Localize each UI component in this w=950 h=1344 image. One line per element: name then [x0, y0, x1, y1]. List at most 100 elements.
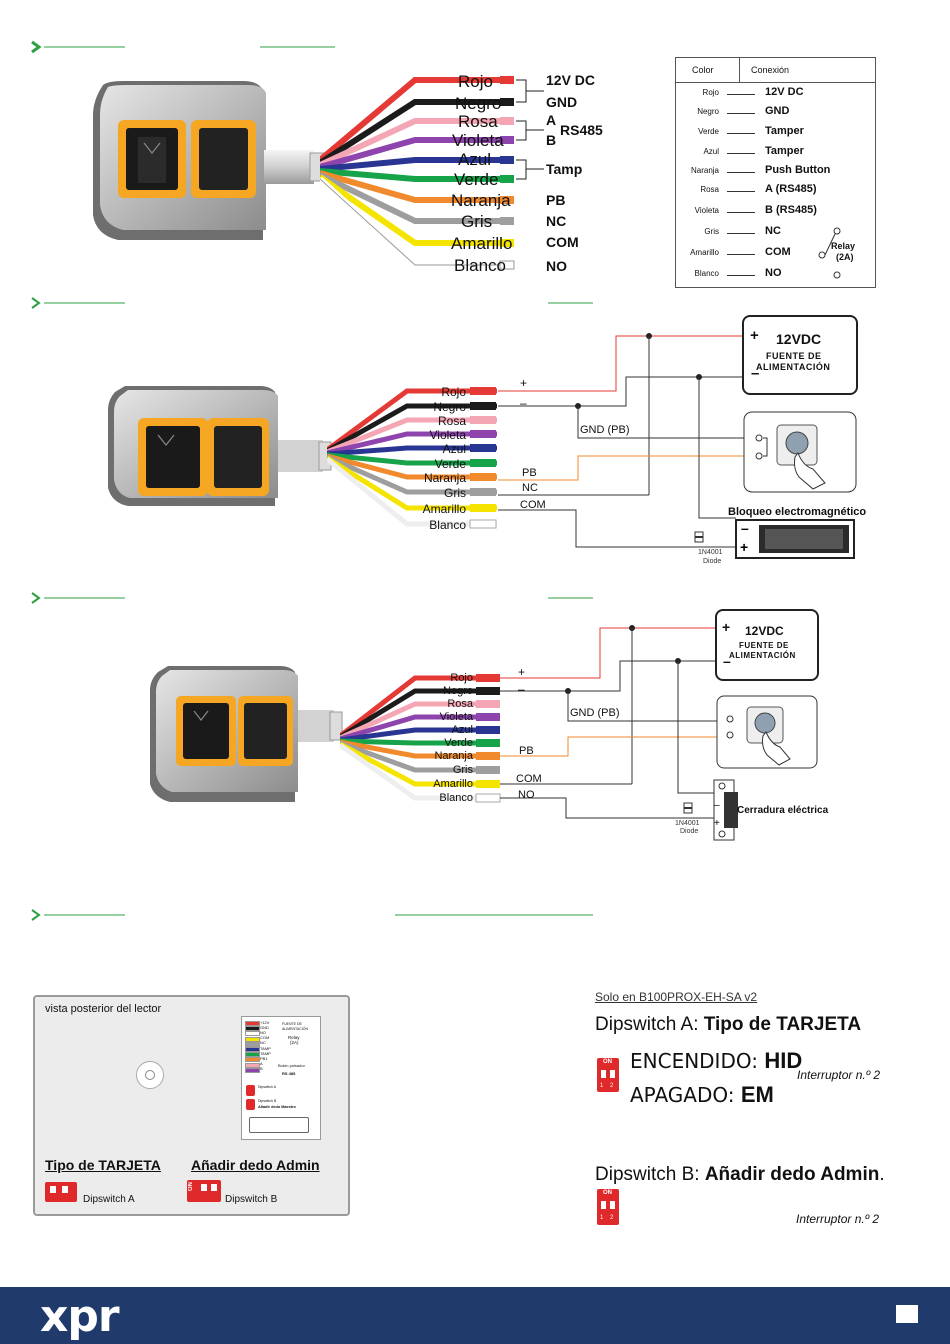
label-row-text: A: [260, 1061, 263, 1067]
d1-wire-gris: Gris: [461, 212, 493, 231]
rear-dip-b-label: Dipswitch B: [225, 1194, 278, 1205]
d3-gnd-pb: GND (PB): [570, 707, 620, 719]
dip-a-n2: 2: [610, 1083, 614, 1089]
label-row-text: COM: [260, 1035, 270, 1041]
d3-psu-minus: –: [723, 653, 731, 669]
section-marker-4: [31, 909, 593, 921]
svg-text:–: –: [714, 800, 720, 811]
d3-diode-line2: Diode: [680, 828, 699, 835]
d1-wire-rosa: Rosa: [458, 112, 498, 131]
d1-conn-no: NO: [546, 258, 567, 274]
d2-lock-title: Bloqueo electromagnético: [728, 506, 867, 518]
d1-conn-pb: PB: [546, 192, 566, 208]
d2-wire-label: Verde: [434, 457, 466, 471]
d1-wire-blanco: Blanco: [454, 256, 506, 275]
footer-page-box: [896, 1305, 918, 1323]
label-dip-b-text: Dipswitch B: [258, 1099, 277, 1103]
label-color-swatch: [245, 1057, 260, 1063]
dip-b-suffix: .: [879, 1164, 885, 1185]
table-cell-conn: 12V DC: [765, 86, 804, 98]
d2-pb: PB: [522, 467, 537, 479]
table-connector-line: [727, 275, 755, 276]
d3-com: COM: [516, 773, 542, 785]
table-cell-conn: GND: [765, 105, 790, 117]
d2-com: COM: [520, 499, 546, 511]
label-color-swatch: [245, 1067, 260, 1073]
rear-dip-b-icon: [187, 1180, 221, 1202]
dip-a-n1: 1: [600, 1083, 604, 1089]
d3-wire-label: Rosa: [447, 698, 473, 710]
d3-wire-label: Blanco: [439, 792, 473, 804]
table-cell-color: Verde: [698, 127, 719, 136]
label-color-swatch: [245, 1062, 260, 1068]
d2-push-button: [743, 411, 857, 493]
rear-dip-b-on: ON: [188, 1182, 194, 1191]
table-connector-line: [727, 212, 755, 213]
d2-gnd-pb: GND (PB): [580, 424, 630, 436]
table-connector-line: [727, 94, 755, 95]
svg-text:+: +: [740, 539, 748, 555]
d1-wire-amarillo: Amarillo: [451, 234, 513, 253]
table-cell-color: Amarillo: [690, 248, 719, 257]
label-row-text: NC: [260, 1040, 266, 1046]
d3-wire-label: Violeta: [439, 711, 473, 723]
label-add-master: Añadir dedo Maestro: [258, 1105, 296, 1109]
table-cell-color: Violeta: [694, 206, 719, 215]
d2-wire-label: Rosa: [437, 414, 466, 428]
table-cell-conn: COM: [765, 246, 791, 258]
d3-pb: PB: [519, 745, 534, 757]
d1-wire-azul: Azul: [458, 150, 492, 169]
table-cell-conn: A (RS485): [765, 183, 817, 195]
table-connector-line: [727, 254, 755, 255]
d3-wire-label: Rojo: [450, 672, 473, 684]
table-col-conn: Conexión: [751, 65, 790, 75]
table-row: Amarillo COM: [676, 245, 875, 265]
wire-bundle-2: [327, 387, 497, 529]
d1-wire-verde: Verde: [454, 170, 499, 189]
table-cell-conn: B (RS485): [765, 204, 817, 216]
d3-wire-label: Negro: [443, 685, 473, 697]
d2-psu-minus: –: [751, 365, 760, 382]
d2-psu-voltage: 12VDC: [776, 331, 822, 347]
d3-psu-line1: FUENTE DE: [739, 641, 789, 650]
footer-bar: xpr: [0, 1287, 950, 1344]
dip-b-n2: 2: [610, 1215, 614, 1221]
label-rs485: RS 485: [282, 1071, 296, 1076]
rear-view-title: vista posterior del lector: [45, 1003, 162, 1015]
footer-logo: xpr: [40, 1291, 120, 1342]
dip-off-value: EM: [740, 1082, 774, 1107]
table-cell-color: Naranja: [690, 166, 719, 175]
table-col-divider: [739, 58, 740, 82]
svg-text:+: +: [714, 818, 720, 829]
table-cell-conn: NC: [765, 225, 781, 237]
table-cell-conn: Tamper: [765, 145, 804, 157]
dip-a-on-line: ENCENDIDO: HID: [630, 1048, 802, 1074]
rear-add-admin: Añadir dedo Admin: [191, 1157, 320, 1173]
section-marker-1: [31, 40, 335, 54]
table-cell-color: Negro: [697, 107, 719, 116]
label-color-swatch: [245, 1021, 260, 1026]
d1-brackets: [516, 79, 544, 180]
dip-a-interruptor: Interruptor n.º 2: [797, 1068, 881, 1082]
dip-only-note: Solo en B100PROX-EH-SA v2: [595, 990, 758, 1004]
d3-plus: +: [518, 665, 526, 679]
d2-wire-label: Negro: [433, 400, 466, 414]
d3-diode-line1: 1N4001: [675, 820, 700, 827]
d3-schematic: [500, 625, 720, 819]
section-marker-3: [31, 592, 593, 604]
dip-a-on-label: ON: [603, 1059, 612, 1065]
d2-wire-label: Blanco: [429, 518, 466, 532]
d2-psu-line2: ALIMENTACIÓN: [756, 362, 831, 372]
wire-bundle-1: [320, 76, 515, 270]
d3-wire-label: Amarillo: [433, 778, 473, 790]
table-cell-color: Blanco: [694, 269, 719, 278]
svg-text:–: –: [741, 520, 749, 536]
d2-wire-label: Amarillo: [422, 502, 466, 516]
d1-conn-12v: 12V DC: [546, 72, 596, 88]
dip-b-bold: Añadir dedo Admin: [704, 1164, 880, 1185]
d1-conn-nc: NC: [546, 213, 567, 229]
d3-psu-voltage: 12VDC: [745, 624, 784, 638]
d3-psu-plus: +: [722, 619, 731, 635]
